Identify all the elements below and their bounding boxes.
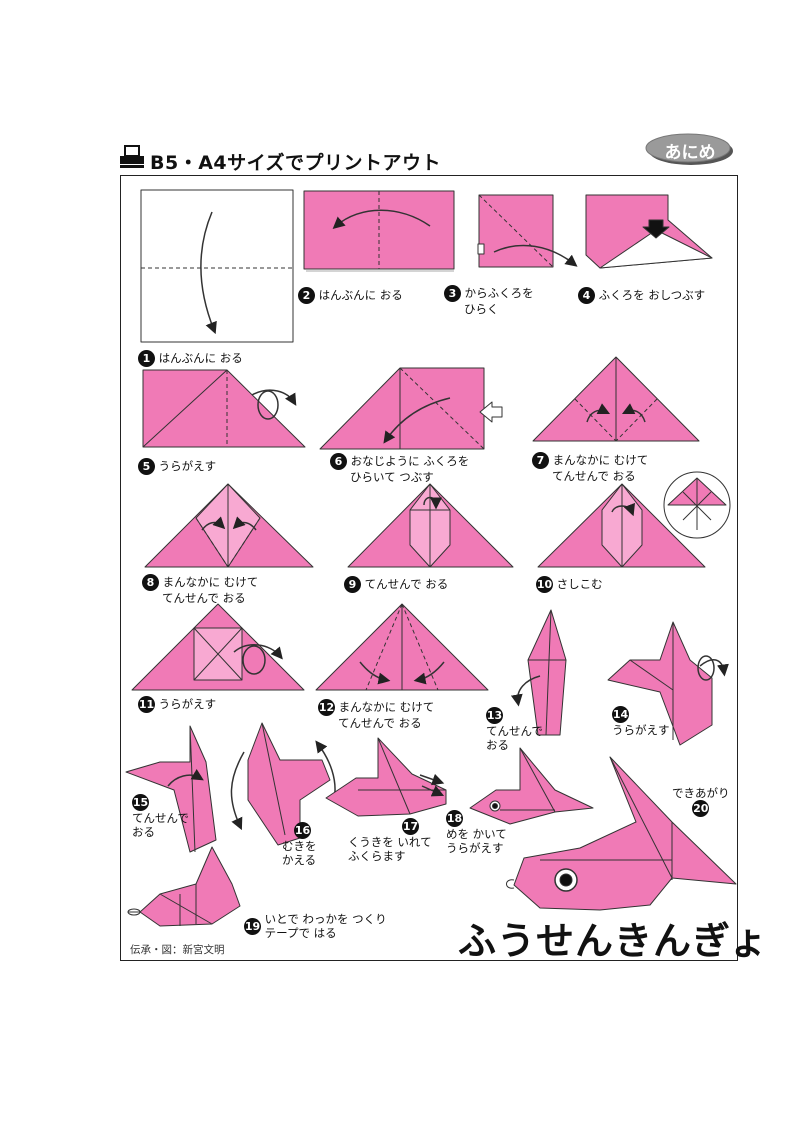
step-18-number: 18 <box>446 810 463 827</box>
step-15-text-a: てんせんで <box>132 811 189 825</box>
step-6-text-a: おなじように ふくろを <box>350 454 470 468</box>
step-5-label: 5 うらがえす <box>138 458 216 475</box>
step-8-text-b: てんせんで おる <box>162 591 246 605</box>
step-9-text: てんせんで おる <box>364 577 449 591</box>
step-19-text-b: テープで はる <box>264 926 337 940</box>
step-3-text-a: からふくろを <box>464 286 534 300</box>
step-8-text-a: まんなかに むけて <box>162 575 259 589</box>
step-15-text-b: おる <box>132 825 155 839</box>
step-2-diagram <box>303 190 455 272</box>
step-13-diagram <box>510 609 567 736</box>
step-2-number: 2 <box>298 287 315 304</box>
step-6-text-b: ひらいて つぶす <box>350 470 434 484</box>
step-4-label: 4 ふくろを おしつぶす <box>578 287 705 304</box>
step-9-number: 9 <box>344 576 361 593</box>
step-16-number: 16 <box>294 822 311 839</box>
step-19-diagram <box>127 846 241 927</box>
instruction-frame <box>120 175 738 961</box>
step-8-label: 8 まんなかに むけててんせんで おる <box>142 574 258 605</box>
step-12-text-b: てんせんで おる <box>338 716 422 730</box>
printer-icon <box>120 145 144 168</box>
step-5-number: 5 <box>138 458 155 475</box>
step-5-text: うらがえす <box>158 459 217 473</box>
step-19-text-a: いとで わっかを つくり <box>264 912 387 926</box>
step-18-text-b: うらがえす <box>446 841 504 855</box>
step-13-text-a: てんせんで <box>486 724 543 738</box>
step-10-text: さしこむ <box>556 577 603 591</box>
step-1-diagram <box>140 189 294 343</box>
step-5-diagram <box>142 369 306 448</box>
step-3-number: 3 <box>444 285 461 302</box>
step-16-text-b: かえる <box>282 853 317 867</box>
step-8-diagram <box>144 483 314 568</box>
step-12-text-a: まんなかに むけて <box>338 700 435 714</box>
step-14-diagram <box>607 621 729 746</box>
step-8-number: 8 <box>142 574 159 591</box>
step-4-number: 4 <box>578 287 595 304</box>
step-15-diagram <box>125 725 217 853</box>
credit-line: 伝承・図：新宮文明 <box>130 944 225 956</box>
step-16-diagram <box>230 722 336 846</box>
anime-badge-label[interactable]: あにめ <box>664 143 716 163</box>
anime-badge[interactable] <box>644 132 734 166</box>
step-16-text-a: むきを <box>282 839 317 853</box>
step-7-text-a: まんなかに むけて <box>552 453 649 467</box>
step-11-number: 11 <box>138 696 155 713</box>
step-7-text-b: てんせんで おる <box>552 469 636 483</box>
step-2-text: はんぶんに おる <box>318 288 403 302</box>
step-13-number: 13 <box>486 707 503 724</box>
step-12-number: 12 <box>318 699 335 716</box>
step-9-label: 9 てんせんで おる <box>344 576 448 593</box>
step-11-text: うらがえす <box>158 697 217 711</box>
step-1-text: はんぶんに おる <box>158 351 243 365</box>
step-3-diagram <box>477 194 578 268</box>
step-10-diagram <box>537 471 731 568</box>
model-title: ふうせんきんぎょ <box>458 919 769 963</box>
step-11-label: 11 うらがえす <box>138 696 216 713</box>
step-10-label: 10 さしこむ <box>536 576 603 593</box>
step-20-diagram <box>506 756 737 911</box>
step-18-text-a: めを かいて <box>446 827 507 841</box>
step-20-number: 20 <box>692 800 710 817</box>
step-17-number: 17 <box>402 818 419 835</box>
step-17-text-a: くうきを いれて <box>348 835 432 849</box>
step-13-text-b: おる <box>486 738 509 752</box>
step-18-diagram <box>469 747 594 825</box>
step-7-label: 7 まんなかに むけててんせんで おる <box>532 452 648 483</box>
step-4-diagram <box>585 194 713 269</box>
step-17-diagram <box>325 737 447 817</box>
step-12-diagram <box>315 603 489 691</box>
step-19-label: 19 いとで わっかを つくりテープで はる <box>244 912 387 940</box>
step-7-number: 7 <box>532 452 549 469</box>
step-6-number: 6 <box>330 453 347 470</box>
step-3-text-b: ひらく <box>464 302 499 316</box>
step-1-number: 1 <box>138 350 155 367</box>
step-4-text: ふくろを おしつぶす <box>598 288 706 302</box>
step-17-text-b: ふくらます <box>348 849 406 863</box>
step-14-number: 14 <box>612 706 629 723</box>
step-19-number: 19 <box>244 918 261 935</box>
step-3-label: 3 からふくろをひらく <box>444 285 534 316</box>
step-7-diagram <box>532 356 700 442</box>
step-14-text: うらがえす <box>612 723 670 737</box>
step-6-label: 6 おなじように ふくろをひらいて つぶす <box>330 453 469 484</box>
step-12-label: 12 まんなかに むけててんせんで おる <box>318 699 434 730</box>
step-15-number: 15 <box>132 794 149 811</box>
print-instruction-title: B5・A4サイズでプリントアウト <box>150 152 442 174</box>
step-20-text: できあがり <box>672 786 730 800</box>
step-11-diagram <box>131 603 305 691</box>
step-1-label: 1 はんぶんに おる <box>138 350 243 367</box>
step-9-diagram <box>347 483 514 568</box>
step-2-label: 2 はんぶんに おる <box>298 287 403 304</box>
step-10-number: 10 <box>536 576 553 593</box>
step-6-diagram <box>319 367 503 450</box>
